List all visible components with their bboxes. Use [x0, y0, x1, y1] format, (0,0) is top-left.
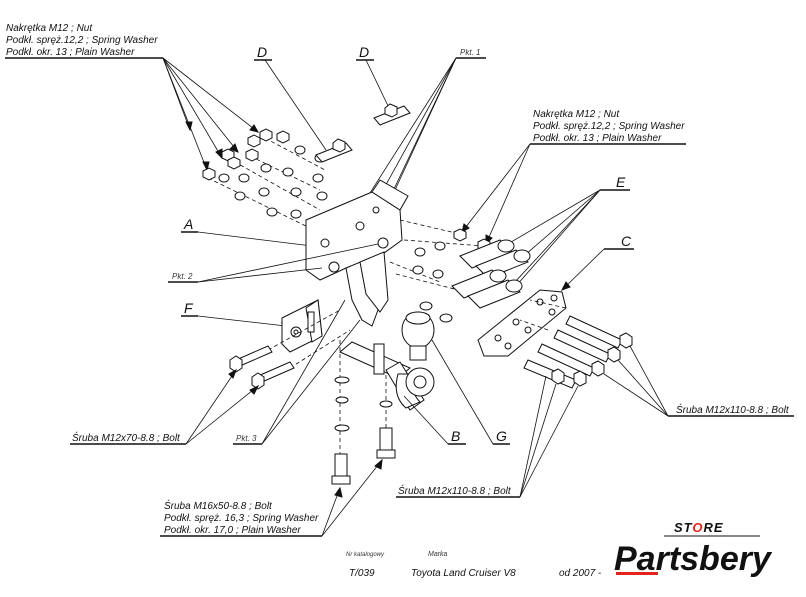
label-pkt2: Pkt. 2	[172, 272, 193, 281]
vehicle-model: Toyota Land Cruiser V8	[411, 568, 516, 579]
nut-washer-cluster-left	[202, 128, 328, 229]
label-nut-line1: Nakrętka M12 ; Nut	[6, 23, 93, 34]
label-bolt-m12x110-bottom: Śruba M12x110-8.8 ; Bolt	[398, 484, 512, 497]
bolts-m12x70: Śruba M12x70-8.8 ; Bolt	[70, 309, 351, 445]
bolts-m16x50: Śruba M16x50-8.8 ; Bolt Podkł. spręż. 16…	[160, 340, 396, 537]
label-nut-right-line2: Podkł. spręż.12,2 ; Spring Washer	[533, 121, 685, 132]
part-g-towball: G	[401, 311, 510, 445]
label-bolt-m16-line2: Podkł. spręż. 16,3 ; Spring Washer	[164, 513, 319, 524]
label-d-left: D	[257, 44, 267, 60]
logo-name: Partsbery	[614, 540, 773, 578]
label-nut-line2: Podkł. spręż.12,2 ; Spring Washer	[6, 35, 158, 46]
brand-caption: Marka	[428, 551, 448, 558]
bolts-m12x110: Śruba M12x110-8.8 ; Bolt Śruba M12x110-8…	[396, 299, 794, 498]
part-c-backplate: C	[477, 233, 634, 357]
label-bolt-m16-line3: Podkł. okr. 17,0 ; Plain Washer	[164, 525, 301, 536]
label-g: G	[496, 428, 507, 444]
part-e-spacers: E	[389, 174, 630, 323]
part-a-bracket: A	[181, 179, 409, 327]
vehicle-years: od 2007 -	[559, 568, 602, 579]
label-e: E	[616, 174, 626, 190]
label-nut-line3: Podkł. okr. 13 ; Plain Washer	[6, 47, 135, 58]
label-bolt-m16-line1: Śruba M16x50-8.8 ; Bolt	[164, 499, 273, 512]
label-bolt-m12x110-right: Śruba M12x110-8.8 ; Bolt	[676, 403, 790, 416]
pkt-3-callout: Pkt. 3	[233, 299, 361, 445]
catalog-number: T/039	[349, 568, 375, 579]
label-d-right: D	[359, 44, 369, 60]
label-c: C	[621, 233, 632, 249]
label-b: B	[451, 428, 460, 444]
label-nut-right-line1: Nakrętka M12 ; Nut	[533, 109, 620, 120]
leader-lines-nuts-left	[162, 57, 259, 171]
label-f: F	[184, 300, 194, 316]
partsbery-logo: STORE Partsbery	[614, 520, 773, 578]
label-bolt-m12x70: Śruba M12x70-8.8 ; Bolt	[72, 431, 181, 444]
label-a: A	[183, 216, 193, 232]
label-pkt3: Pkt. 3	[236, 434, 257, 443]
logo-store: STORE	[674, 520, 724, 535]
part-d-left: D	[254, 44, 353, 163]
part-f-socket-plate: F	[181, 299, 323, 353]
label-nut-right: Nakrętka M12 ; Nut Podkł. spręż.12,2 ; S…	[461, 109, 686, 246]
label-pkt1: Pkt. 1	[460, 48, 480, 57]
footer-info: Nr katalogowy T/039 Marka Toyota Land Cr…	[346, 551, 602, 579]
pkt-2-callout: Pkt. 2	[168, 243, 379, 283]
part-d-right: D	[356, 44, 411, 126]
label-nut-top-left: Nakrętka M12 ; Nut Podkł. spręż.12,2 ; S…	[5, 23, 260, 172]
catalog-caption: Nr katalogowy	[346, 552, 385, 558]
part-b-drawbar: B	[339, 341, 466, 445]
logo-accent-bar	[616, 572, 658, 575]
label-nut-right-line3: Podkł. okr. 13 ; Plain Washer	[533, 133, 662, 144]
